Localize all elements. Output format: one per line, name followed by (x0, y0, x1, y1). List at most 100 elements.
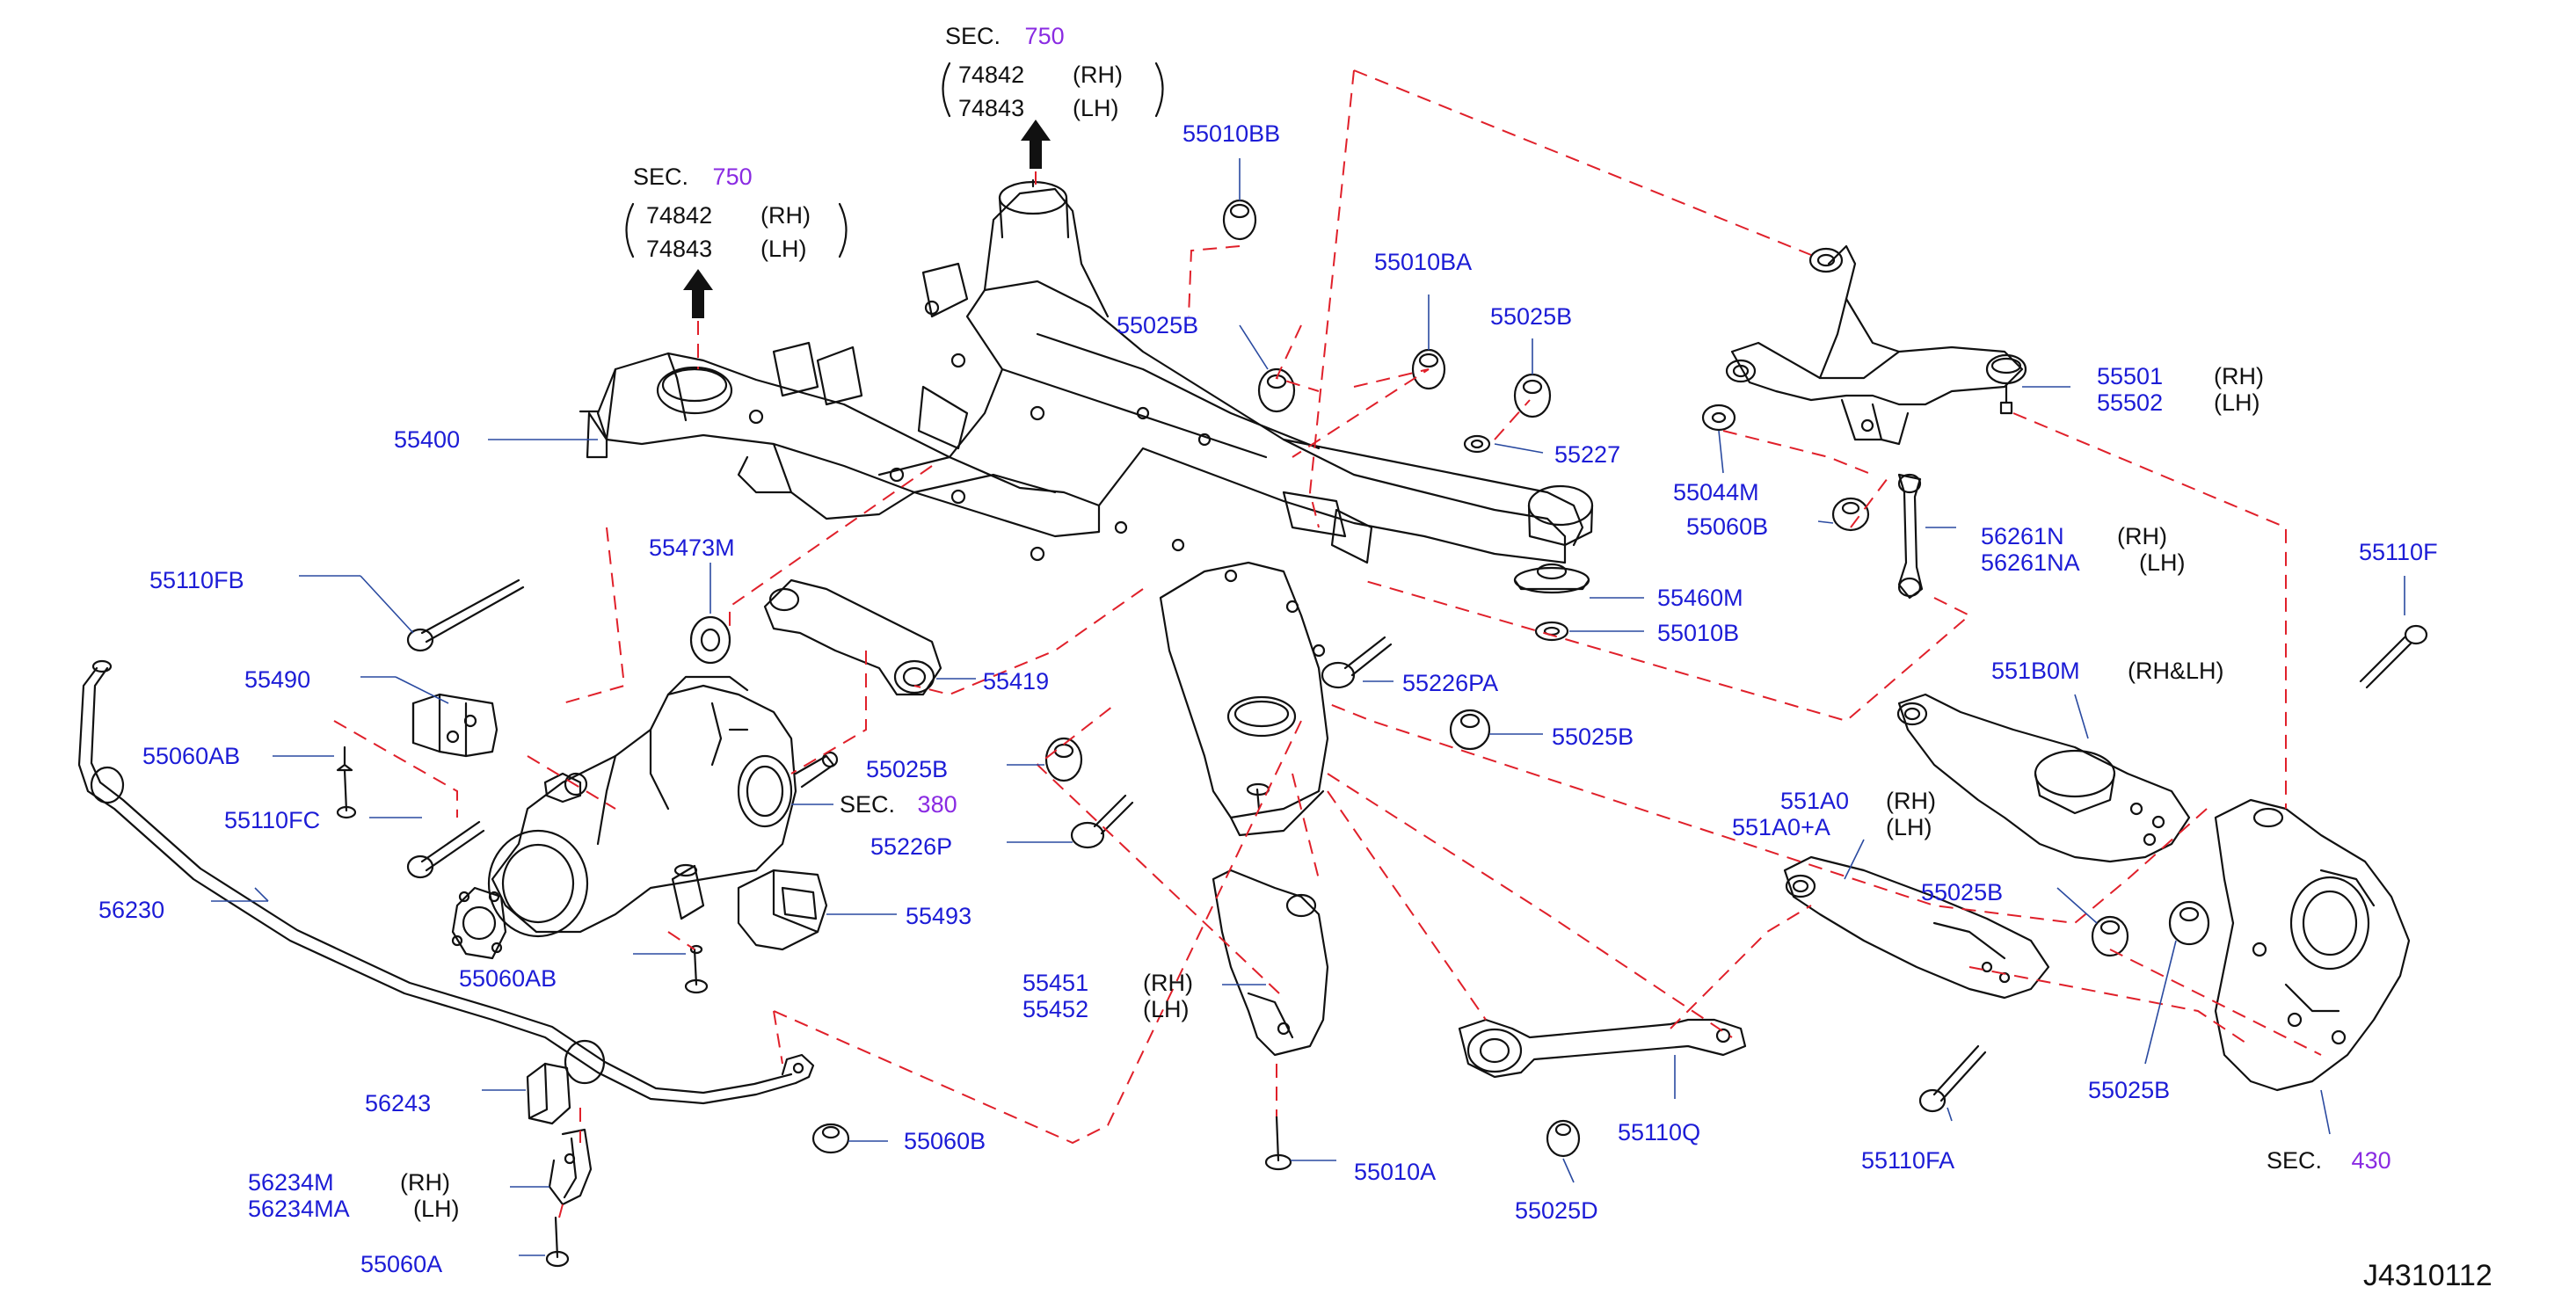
sec750-top-number[interactable]: 750 (1024, 23, 1065, 49)
part-label-55110FA[interactable]: 55110FA (1861, 1147, 1955, 1174)
side-label-55501: (RH) (2214, 363, 2264, 389)
part-label-55060B-b[interactable]: 55060B (904, 1128, 986, 1154)
side-label-56261N: (RH) (2117, 523, 2167, 549)
bracket-55490 (411, 693, 498, 758)
side-label-55502: (LH) (2214, 389, 2260, 416)
figure-id: J4310112 (2363, 1259, 2492, 1292)
part-label-55010A[interactable]: 55010A (1354, 1159, 1437, 1185)
part-label-55110Q[interactable]: 55110Q (1618, 1119, 1701, 1145)
part-label-55060B-a[interactable]: 55060B (1686, 513, 1769, 540)
sec380-label: SEC. 380 (840, 791, 957, 818)
side-label-56234M: (RH) (400, 1169, 450, 1196)
differential-assembly (451, 675, 839, 960)
sec430-prefix: SEC. (2267, 1147, 2323, 1174)
part-label-55025B-f[interactable]: 55025B (2088, 1077, 2171, 1103)
sec750-top-row2: 74843 (LH) (958, 95, 1119, 121)
sec430-label: SEC. 430 (2267, 1147, 2391, 1174)
part-label-55502[interactable]: 55502 (2097, 389, 2164, 416)
side-label-55452: (LH) (1143, 996, 1190, 1022)
part-label-56230[interactable]: 56230 (98, 897, 165, 923)
washer-55010B (1534, 621, 1569, 642)
part-74843-top: 74843 (958, 95, 1025, 121)
part-label-56261N[interactable]: 56261N (1981, 523, 2064, 549)
part-label-55493[interactable]: 55493 (906, 903, 972, 929)
side-lh-top: (LH) (1073, 95, 1119, 121)
side-label-551A0A: (LH) (1886, 814, 1932, 840)
bushing-56243 (526, 1062, 571, 1125)
part-label-55226P[interactable]: 55226P (870, 833, 953, 860)
part-label-55451[interactable]: 55451 (1022, 970, 1089, 996)
part-label-56234MA[interactable]: 56234MA (248, 1196, 350, 1222)
part-74843-left: 74843 (646, 236, 713, 262)
part-label-56243[interactable]: 56243 (365, 1090, 432, 1116)
part-label-55460M[interactable]: 55460M (1657, 585, 1743, 611)
part-label-55025B-d[interactable]: 55025B (866, 756, 949, 782)
clamp-56234M (548, 1128, 593, 1206)
sec750-top-label: SEC. 750 (945, 23, 1065, 49)
part-label-55473M[interactable]: 55473M (649, 535, 735, 561)
bracket-55493 (737, 869, 828, 951)
part-label-55419[interactable]: 55419 (983, 668, 1050, 694)
part-label-55226PA[interactable]: 55226PA (1402, 670, 1499, 696)
sec750-top-prefix: SEC. (945, 23, 1001, 49)
side-label-551B0M: (RH&LH) (2128, 658, 2224, 684)
fasteners (336, 199, 2428, 1268)
part-label-55025B-a[interactable]: 55025B (1117, 312, 1199, 338)
sec380-number[interactable]: 380 (917, 791, 957, 818)
side-rh-left: (RH) (760, 202, 811, 229)
side-lh-left: (LH) (760, 236, 807, 262)
sec750-left-row2: 74843 (LH) (646, 236, 807, 262)
part-74842-left: 74842 (646, 202, 713, 229)
part-label-55025D[interactable]: 55025D (1515, 1197, 1598, 1224)
part-label-55044M[interactable]: 55044M (1673, 479, 1759, 505)
part-label-55110F[interactable]: 55110F (2359, 539, 2438, 565)
part-label-55110FC[interactable]: 55110FC (224, 807, 321, 833)
part-label-56234M[interactable]: 56234M (248, 1169, 334, 1196)
knuckle-sec430 (2214, 798, 2411, 1092)
part-label-55110FB[interactable]: 55110FB (149, 567, 244, 593)
lower-arm-551B0M (1896, 693, 2191, 863)
sec750-left-row1: 74842 (RH) (646, 202, 811, 229)
part-label-55400[interactable]: 55400 (394, 426, 461, 453)
sec750-left-prefix: SEC. (633, 164, 689, 190)
side-label-551A0: (RH) (1886, 788, 1936, 814)
part-label-55010B[interactable]: 55010B (1657, 620, 1740, 646)
part-label-551B0M[interactable]: 551B0M (1991, 658, 2080, 684)
sec750-top-row1: 74842 (RH) (958, 62, 1123, 88)
part-label-551A0[interactable]: 551A0 (1780, 788, 1850, 814)
sec430-number[interactable]: 430 (2351, 1147, 2391, 1174)
sec750-left-number[interactable]: 750 (712, 164, 753, 190)
part-label-551A0A[interactable]: 551A0+A (1732, 814, 1830, 840)
part-label-55025B-b[interactable]: 55025B (1490, 303, 1573, 330)
part-label-55010BB[interactable]: 55010BB (1182, 120, 1281, 147)
part-label-55060AB-a[interactable]: 55060AB (142, 743, 241, 769)
sec750-left-label: SEC. 750 (633, 164, 753, 190)
part-label-55501[interactable]: 55501 (2097, 363, 2164, 389)
side-label-56261NA: (LH) (2139, 549, 2186, 576)
part-label-55010BA[interactable]: 55010BA (1374, 249, 1473, 275)
stabilizer-link-56261N (1897, 473, 1924, 600)
subframe-55400 (579, 178, 1594, 837)
bracket-55451 (1212, 869, 1329, 1057)
link-55110Q (1458, 1018, 1747, 1079)
side-label-55451: (RH) (1143, 970, 1193, 996)
part-label-55490[interactable]: 55490 (244, 666, 311, 693)
part-label-55452[interactable]: 55452 (1022, 996, 1089, 1022)
arrows-sec750 (683, 120, 1051, 318)
lower-link-551A0 (1783, 855, 2050, 1000)
side-rh-top: (RH) (1073, 62, 1123, 88)
upper-arm-55501 (1725, 244, 2027, 446)
part-74842-top: 74842 (958, 62, 1025, 88)
sec380-prefix: SEC. (840, 791, 896, 818)
part-label-56261NA[interactable]: 56261NA (1981, 549, 2080, 576)
part-label-55025B-e[interactable]: 55025B (1921, 879, 2004, 905)
part-label-55227[interactable]: 55227 (1554, 441, 1621, 468)
part-label-55060AB-b[interactable]: 55060AB (459, 965, 557, 992)
side-label-56234MA: (LH) (413, 1196, 460, 1222)
part-label-55025B-c[interactable]: 55025B (1552, 724, 1634, 750)
stabilizer-bar-56230 (77, 659, 815, 1105)
part-label-55060A[interactable]: 55060A (360, 1251, 443, 1277)
mount-55460M (1513, 563, 1590, 594)
